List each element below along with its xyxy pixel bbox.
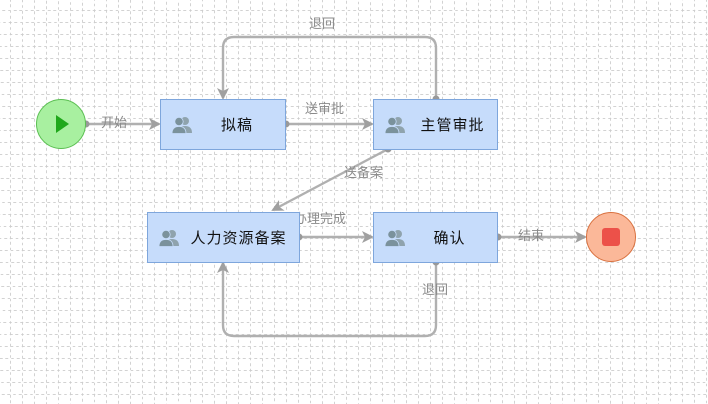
edge-label-submit-approval: 送审批 [305,102,345,117]
edge-label-end: 结束 [518,229,545,244]
stop-icon [602,228,620,246]
task-draft[interactable]: 拟稿 [160,99,286,150]
edge-draft-to-manager[interactable] [282,118,374,130]
task-manager-approval[interactable]: 主管审批 [373,99,498,150]
task-label: 主管审批 [420,116,485,134]
task-hr-filing[interactable]: 人力资源备案 [147,212,300,263]
task-label: 拟稿 [220,116,253,134]
start-event[interactable] [36,99,86,149]
user-group-icon [384,229,405,247]
task-confirm[interactable]: 确认 [373,212,498,263]
user-group-icon [158,229,179,247]
play-icon [56,115,69,133]
edge-hr-to-confirm[interactable] [295,231,374,243]
edge-label-return-top: 退回 [309,17,336,32]
task-label: 确认 [433,229,466,247]
user-group-icon [171,116,192,134]
end-event[interactable] [586,212,636,262]
edge-label-start: 开始 [101,116,128,131]
edge-label-done: 办理完成 [294,212,347,227]
edge-manager-to-draft[interactable] [217,35,440,103]
edge-label-submit-filing: 送备案 [344,166,384,181]
task-label: 人力资源备案 [190,229,287,247]
user-group-icon [384,116,405,134]
edge-label-return-bottom: 退回 [422,283,449,298]
edge-confirm-to-hr[interactable] [217,258,440,338]
